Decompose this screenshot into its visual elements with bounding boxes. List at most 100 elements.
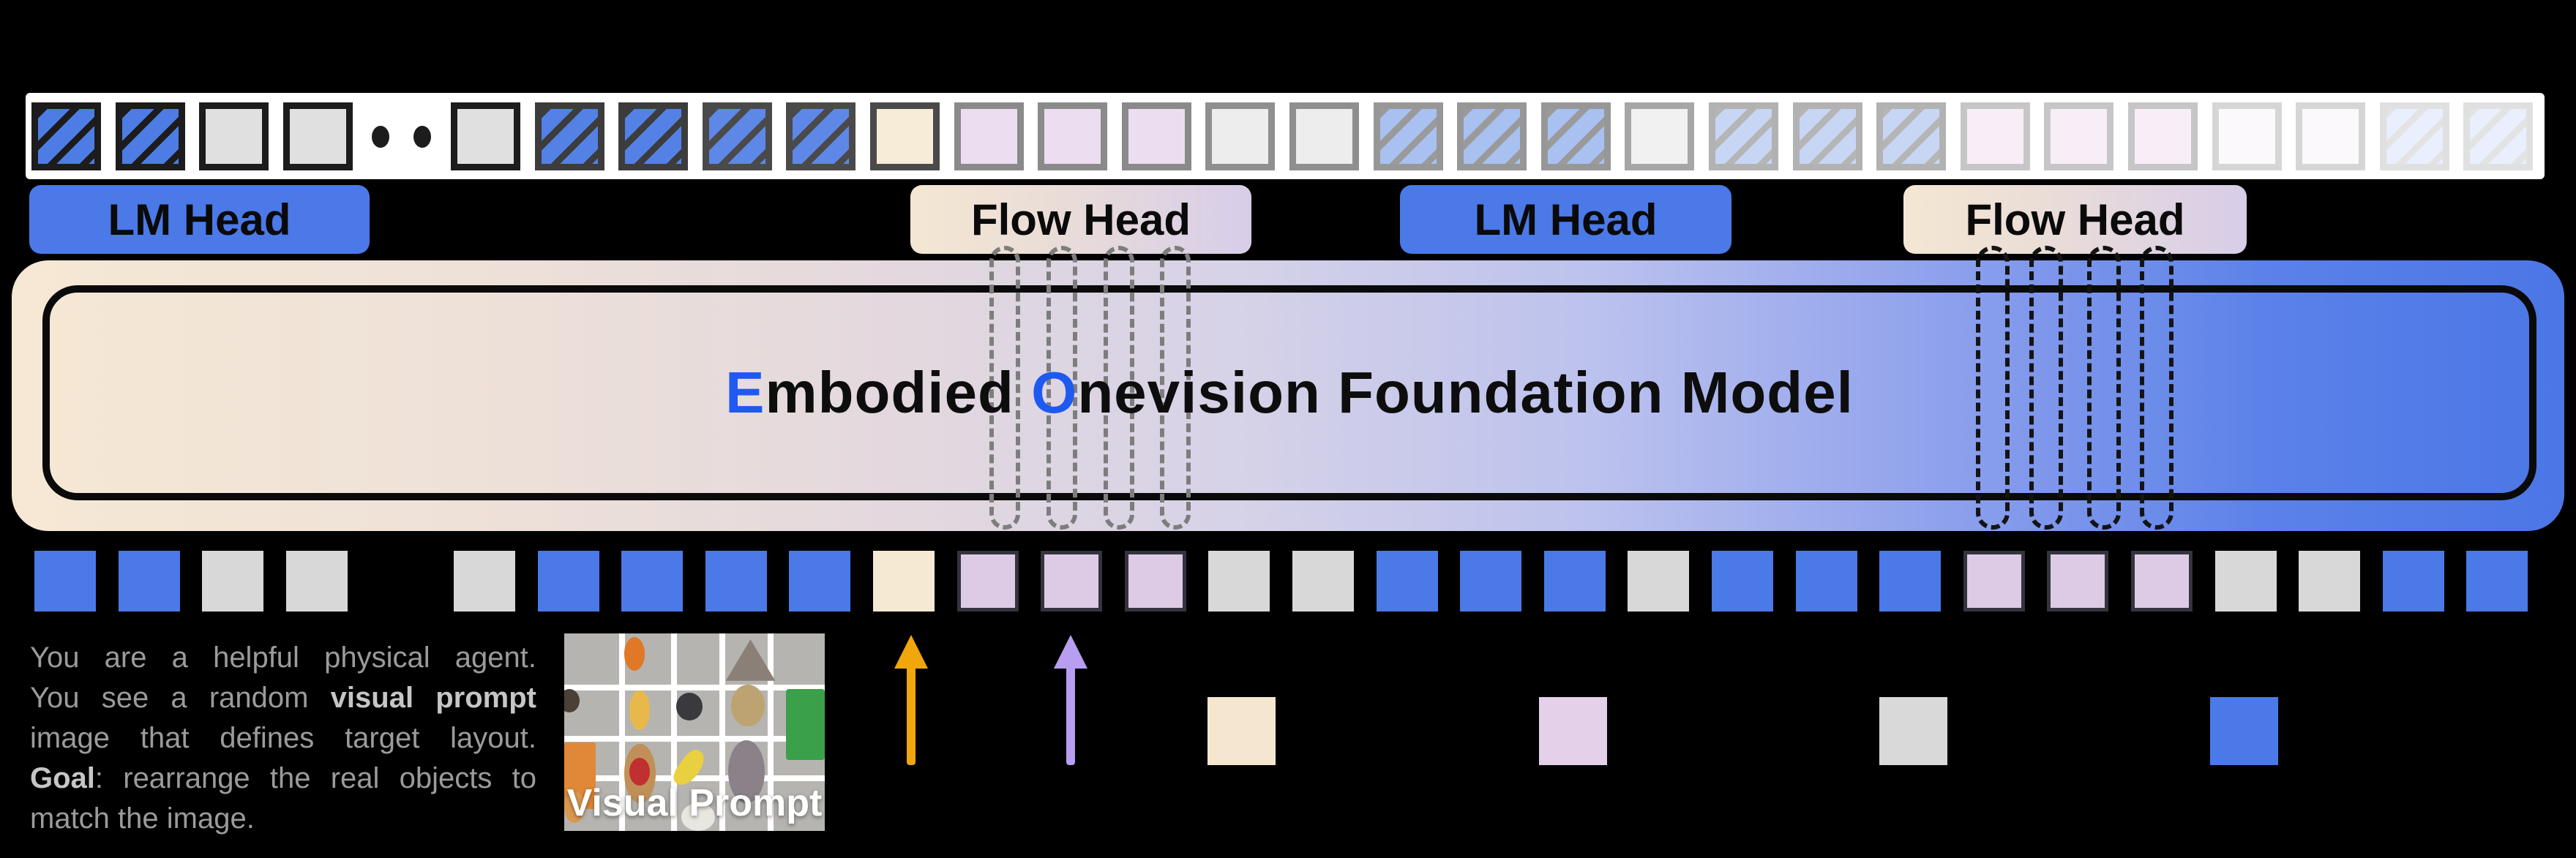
token-hatch-b bbox=[618, 102, 689, 170]
prompt-line: You are a helpful physical agent. bbox=[30, 638, 536, 678]
prompt-bold-text: visual prompt bbox=[330, 682, 537, 714]
token-hatch-a bbox=[115, 102, 185, 170]
token-gray bbox=[454, 551, 515, 611]
token-lavb bbox=[1041, 551, 1103, 611]
recurrence-loop bbox=[1976, 246, 2010, 530]
object-tiger-shirt bbox=[629, 758, 651, 786]
object-dried-flowers bbox=[730, 685, 765, 726]
token-blue bbox=[2466, 551, 2528, 611]
ellipsis-dot bbox=[372, 126, 390, 148]
prompt-line: You see a random visual prompt bbox=[30, 678, 536, 718]
token-lav-a bbox=[954, 102, 1024, 170]
legend-gray-square bbox=[1879, 697, 1947, 765]
prompt-bold-text: Goal bbox=[30, 762, 95, 794]
object-dark-ball bbox=[564, 688, 580, 712]
token-white-a bbox=[2212, 102, 2282, 170]
purple-up-arrow-head bbox=[1054, 635, 1087, 669]
grid-line bbox=[564, 685, 825, 691]
legend-beige-square bbox=[1208, 697, 1276, 765]
lm-head-button: LM Head bbox=[1400, 185, 1731, 254]
token-gray-c bbox=[1625, 102, 1695, 170]
token-lavb bbox=[2131, 551, 2193, 611]
token-blue bbox=[34, 551, 96, 611]
object-green-truck bbox=[785, 688, 825, 760]
prompt-text: : rearrange the real objects to bbox=[94, 762, 536, 794]
visual-prompt-label: Visual Prompt bbox=[566, 782, 823, 824]
recurrence-loop bbox=[2087, 246, 2121, 530]
prompt-text: You see a random bbox=[30, 682, 331, 714]
token-gray-b bbox=[1289, 102, 1359, 170]
token-gray bbox=[2214, 551, 2277, 611]
token-blue bbox=[1712, 551, 1773, 611]
token-blue bbox=[621, 551, 684, 611]
token-lavb bbox=[956, 551, 1019, 611]
token-blue bbox=[1376, 551, 1438, 611]
token-lavb bbox=[1124, 551, 1186, 611]
token-blue bbox=[1543, 551, 1606, 611]
token-hatch-e bbox=[1876, 102, 1947, 170]
recurrence-loop bbox=[1104, 246, 1134, 530]
grid-line bbox=[618, 633, 625, 831]
token-hatch-b bbox=[534, 102, 604, 170]
token-hatch-d bbox=[1540, 102, 1611, 170]
prompt-text: You are a helpful physical agent. bbox=[30, 641, 536, 674]
recurrence-loop bbox=[1160, 246, 1191, 530]
object-carrot bbox=[624, 637, 645, 671]
token-hatch-f bbox=[2379, 102, 2449, 170]
legend-blue-square bbox=[2210, 697, 2278, 765]
token-lav-a bbox=[1121, 102, 1191, 170]
token-gray bbox=[1628, 551, 1690, 611]
recurrence-loop bbox=[1046, 246, 1077, 530]
token-gray-a bbox=[282, 102, 353, 170]
token-lav-a bbox=[1038, 102, 1108, 170]
token-lav-b bbox=[2044, 102, 2114, 170]
lm-head-button: LM Head bbox=[29, 185, 370, 254]
token-gray bbox=[285, 551, 348, 611]
token-gray bbox=[1292, 551, 1354, 611]
token-hatch-d bbox=[1457, 102, 1527, 170]
system-prompt-text: You are a helpful physical agent. You see… bbox=[30, 638, 536, 839]
prompt-line: Goal: rearrange the real objects to bbox=[30, 759, 536, 799]
token-hatch-f bbox=[2463, 102, 2534, 170]
recurrence-loop bbox=[989, 246, 1020, 530]
object-monkey-plush bbox=[728, 740, 765, 804]
grid-line bbox=[564, 736, 825, 742]
token-blue bbox=[118, 551, 180, 611]
token-blue bbox=[2382, 551, 2444, 611]
token-gray bbox=[202, 551, 264, 611]
token-hatch-c bbox=[702, 102, 772, 170]
purple-up-arrow bbox=[1066, 658, 1075, 765]
flow-head-button: Flow Head bbox=[910, 185, 1251, 254]
grid-line bbox=[564, 775, 825, 782]
token-beige-a bbox=[870, 102, 940, 170]
token-strip-background bbox=[26, 93, 2545, 179]
grid-line bbox=[767, 633, 774, 831]
recurrence-loop bbox=[2029, 246, 2063, 530]
token-beige bbox=[873, 551, 935, 611]
token-lavb bbox=[1963, 551, 2025, 611]
title-text: mbodied bbox=[765, 360, 1032, 425]
prompt-text: match the image. bbox=[30, 802, 255, 835]
token-blue bbox=[1460, 551, 1522, 611]
orange-up-arrow-head bbox=[894, 635, 928, 669]
token-hatch-c bbox=[786, 102, 856, 170]
recurrence-loop bbox=[2140, 246, 2174, 530]
token-gray bbox=[2299, 551, 2361, 611]
object-bread bbox=[564, 791, 585, 824]
object-pan bbox=[676, 693, 703, 720]
token-blue bbox=[537, 551, 599, 611]
prompt-line: image that defines target layout. bbox=[30, 718, 536, 759]
foundation-model-box bbox=[12, 260, 2564, 531]
grid-line bbox=[719, 633, 725, 831]
flow-head-button: Flow Head bbox=[1903, 185, 2247, 254]
orange-up-arrow bbox=[907, 658, 916, 765]
title-text: nevision Foundation Model bbox=[1077, 360, 1854, 425]
object-croissant bbox=[629, 690, 651, 731]
legend-lavender-square bbox=[1539, 697, 1607, 765]
token-gray-b bbox=[1205, 102, 1276, 170]
token-blue bbox=[1795, 551, 1857, 611]
object-robot-camera bbox=[681, 803, 716, 831]
token-gray-a bbox=[451, 102, 520, 170]
token-lavb bbox=[2047, 551, 2109, 611]
